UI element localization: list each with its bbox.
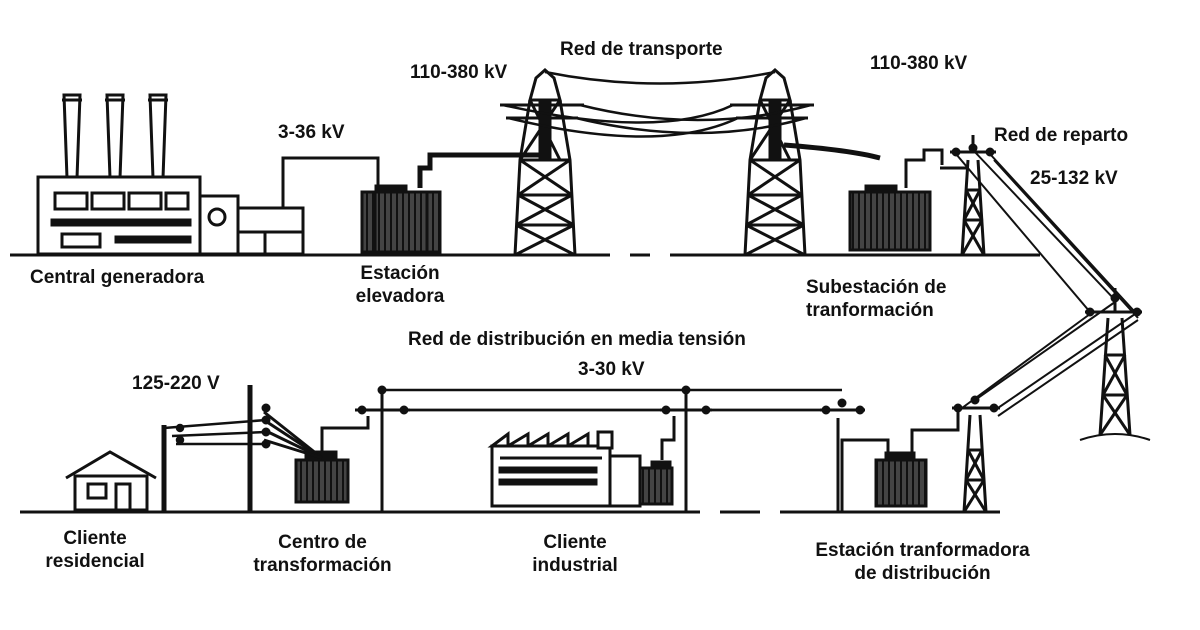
industrial-client-label-line1: Cliente <box>543 532 607 553</box>
residential-client-label: Cliente residencial <box>20 527 170 573</box>
sub-transmission-tower-icon <box>1079 288 1151 441</box>
substation-label-line2: tranformación <box>806 300 934 321</box>
substation-transformer-icon <box>848 148 968 252</box>
transmission-tower-right-icon <box>730 67 814 257</box>
transmission-tower-left-icon <box>500 67 584 257</box>
step-up-station-label-line1: Estación <box>360 263 440 284</box>
distribution-pole-top-right-icon <box>950 135 996 256</box>
power-plant-label: Central generadora <box>30 267 205 288</box>
voltage-label-transport-left: 110-380 kV <box>410 62 508 83</box>
residential-client-label-line1: Cliente <box>63 528 127 549</box>
step-up-transformer-icon <box>360 152 540 254</box>
industrial-client-label-line2: industrial <box>532 555 618 576</box>
residential-client-label-line2: residencial <box>45 551 145 572</box>
voltage-label-low-voltage: 125-220 V <box>132 373 220 394</box>
industrial-client-label: Cliente industrial <box>515 531 635 577</box>
substation-label-line1: Subestación de <box>806 277 947 298</box>
power-plant-icon <box>36 93 380 256</box>
low-voltage-lines <box>161 418 267 512</box>
step-up-station-label-line2: elevadora <box>355 286 445 307</box>
transformation-center-label: Centro de transformación <box>225 531 420 577</box>
voltage-label-sub-transmission: 25-132 kV <box>1030 168 1118 189</box>
step-up-station-label: Estación elevadora <box>340 262 460 308</box>
voltage-label-distribution: 3-30 kV <box>578 359 645 380</box>
distribution-station-icon <box>820 395 1000 513</box>
voltage-label-generation: 3-36 kV <box>278 122 345 143</box>
transformation-center-icon <box>247 385 350 512</box>
distribution-pole-middle-icon <box>660 385 712 512</box>
distribution-station-label-line2: de distribución <box>854 563 991 584</box>
medium-voltage-network-label: Red de distribución en media tensión <box>408 329 746 350</box>
voltage-label-transport-right: 110-380 kV <box>870 53 968 74</box>
distribution-station-label-line1: Estación tranformadora <box>815 540 1030 561</box>
house-icon <box>65 450 157 512</box>
transmission-lines <box>502 70 881 161</box>
factory-icon <box>487 430 674 508</box>
distribution-pole-left-icon <box>320 385 410 512</box>
transport-network-label: Red de transporte <box>560 39 723 60</box>
distribution-station-label: Estación tranformadora de distribución <box>780 539 1065 585</box>
medium-voltage-lines <box>362 388 860 412</box>
transformation-center-label-line2: transformación <box>253 555 392 576</box>
substation-label: Subestación de tranformación <box>806 276 946 322</box>
sub-transmission-network-label: Red de reparto <box>994 125 1129 146</box>
transformation-center-label-line1: Centro de <box>278 532 367 553</box>
